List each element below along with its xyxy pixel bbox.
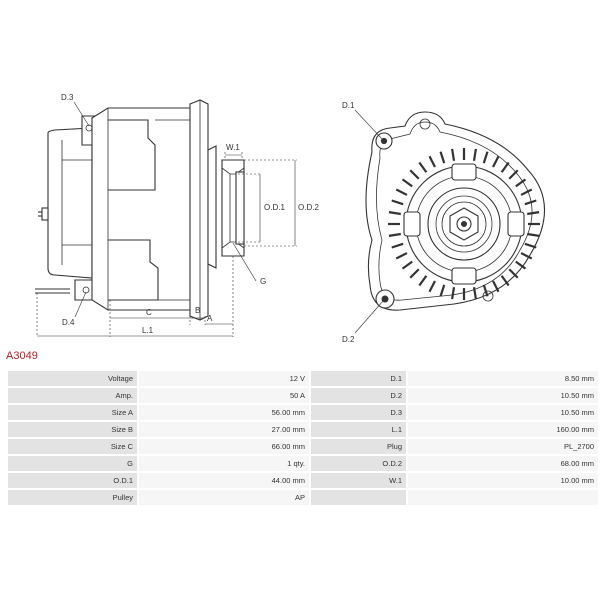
label-od2: O.D.2 [298, 203, 319, 212]
spec-value: 10.50 mm [408, 405, 598, 420]
vent-slot [524, 199, 537, 206]
part-number: A3049 [6, 350, 38, 362]
vent-slot [418, 161, 428, 173]
label-b: B [195, 306, 200, 315]
label-d4: D.4 [62, 318, 75, 327]
spec-label: Size B [8, 422, 137, 437]
spec-value: 66.00 mm [139, 439, 309, 454]
vent-slot [472, 148, 477, 161]
vent-slot [428, 280, 436, 293]
spec-value: 10.00 mm [408, 473, 598, 488]
vent-slot [472, 287, 477, 300]
spec-label: D.1 [311, 371, 406, 386]
spec-label: D.3 [311, 405, 406, 420]
label-d3: D.3 [61, 93, 74, 102]
vent-slot [395, 188, 408, 196]
label-a: A [207, 314, 213, 323]
vent-slot [508, 169, 519, 180]
vent-slot [482, 284, 489, 297]
vent-slot [492, 155, 500, 168]
spec-value: 10.50 mm [408, 388, 598, 403]
vent-slot [492, 280, 500, 293]
vent-slot [401, 260, 413, 270]
vent-slot [500, 161, 510, 173]
vent-slot [409, 169, 420, 180]
spec-label: O.D.2 [311, 456, 406, 471]
vent-slot [388, 211, 401, 216]
alternator-front-view [354, 109, 546, 334]
vent-slot [482, 151, 489, 164]
vent-slot [439, 151, 446, 164]
vent-slot [388, 232, 401, 237]
alternator-technical-drawing: D.3 D.4 W.1 O.D.1 O.D.2 G C B A L.1 D.1 … [35, 93, 546, 344]
spec-label: G [8, 456, 137, 471]
spec-label: Voltage [8, 371, 137, 386]
vent-slot [439, 284, 446, 297]
vent-slot [418, 275, 428, 287]
spec-value: PL_2700 [408, 439, 598, 454]
alternator-side-view [35, 99, 245, 321]
vent-slot [527, 232, 540, 237]
vent-slot [520, 252, 533, 260]
spec-value [408, 490, 598, 505]
vent-slot [401, 178, 413, 188]
spec-value: 12 V [139, 371, 309, 386]
label-d2: D.2 [342, 335, 355, 344]
vent-slot [428, 155, 436, 168]
label-l1: L.1 [142, 326, 154, 335]
spec-label: Size C [8, 439, 137, 454]
vent-slot [391, 242, 404, 249]
spec-label: Size A [8, 405, 137, 420]
spec-value: 44.00 mm [139, 473, 309, 488]
spec-value: AP [139, 490, 309, 505]
vent-slot [395, 252, 408, 260]
vent-slot [451, 287, 456, 300]
spec-value: 160.00 mm [408, 422, 598, 437]
label-d1: D.1 [342, 101, 355, 110]
vent-slot [391, 199, 404, 206]
spec-label: O.D.1 [8, 473, 137, 488]
label-w1: W.1 [226, 143, 240, 152]
spec-label: Pulley [8, 490, 137, 505]
spec-label [311, 490, 406, 505]
spec-value: 27.00 mm [139, 422, 309, 437]
spec-value: 56.00 mm [139, 405, 309, 420]
spec-label: Amp. [8, 388, 137, 403]
label-g: G [260, 277, 266, 286]
spec-label: L.1 [311, 422, 406, 437]
spec-value: 8.50 mm [408, 371, 598, 386]
spec-value: 1 qty. [139, 456, 309, 471]
vent-slot [409, 268, 420, 279]
vent-slot [515, 260, 527, 270]
spec-label: Plug [311, 439, 406, 454]
vent-slot [527, 211, 540, 216]
spec-label: W.1 [311, 473, 406, 488]
vent-slot [500, 275, 510, 287]
vent-slot [524, 242, 537, 249]
vent-slot [451, 148, 456, 161]
spec-value: 68.00 mm [408, 456, 598, 471]
vent-slot [520, 188, 533, 196]
label-c: C [146, 308, 152, 317]
spec-label: D.2 [311, 388, 406, 403]
side-view-dimensions [36, 101, 297, 337]
vent-slot [515, 178, 527, 188]
label-od1: O.D.1 [264, 203, 285, 212]
vent-slots [388, 148, 540, 300]
vent-slot [508, 268, 519, 279]
spec-value: 50 A [139, 388, 309, 403]
